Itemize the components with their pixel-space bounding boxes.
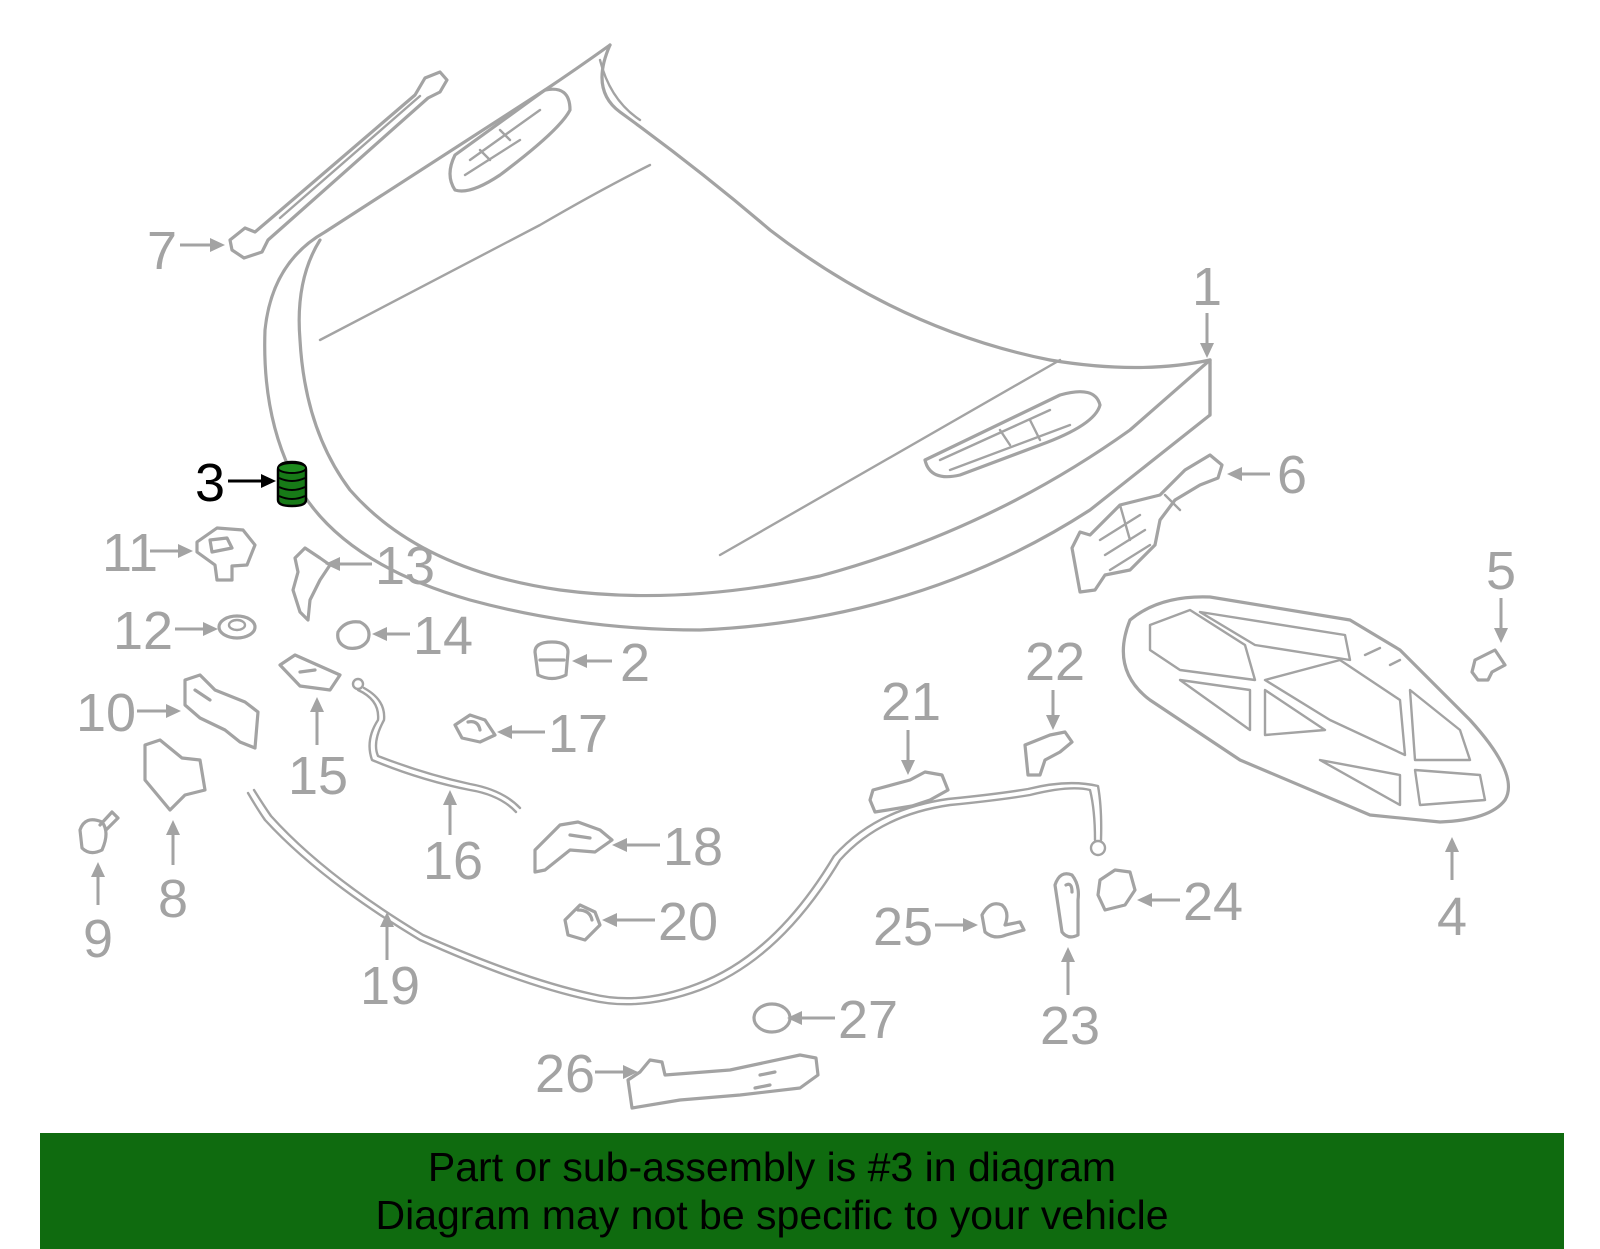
- grommet-14: [336, 620, 371, 650]
- plug-27: [752, 1002, 792, 1034]
- nut-17: [453, 713, 497, 744]
- callout-12: 12: [113, 601, 173, 661]
- banner-line-disclaimer: Diagram may not be specific to your vehi…: [375, 1192, 1169, 1238]
- callout-17: 17: [548, 704, 608, 764]
- bracket-10: [183, 673, 260, 750]
- hood-strut: [228, 70, 449, 260]
- callout-labels: 1 2 3 4 5 6 7 8 9 10 11 12 13 14 15 16 1…: [76, 221, 1516, 1104]
- callout-7: 7: [147, 221, 177, 281]
- callout-27: 27: [838, 990, 898, 1050]
- callout-20: 20: [658, 892, 718, 952]
- callout-25: 25: [873, 897, 933, 957]
- callout-18: 18: [663, 817, 723, 877]
- callout-3-highlighted: 3: [195, 453, 225, 513]
- release-cable-19: [246, 781, 1107, 1006]
- nut-20: [563, 903, 602, 942]
- callout-24: 24: [1183, 872, 1243, 932]
- clip-5: [1470, 648, 1507, 682]
- callout-21: 21: [881, 672, 941, 732]
- callout-15: 15: [288, 746, 348, 806]
- callout-26: 26: [535, 1044, 595, 1104]
- switch-22: [1023, 730, 1074, 777]
- callout-8: 8: [158, 869, 188, 929]
- grommet-12: [217, 614, 257, 640]
- callout-13: 13: [375, 536, 435, 596]
- push-pin-25: [980, 902, 1026, 939]
- leader-lines: [91, 238, 1508, 1079]
- bracket-8: [143, 738, 207, 812]
- striker-23: [1053, 872, 1080, 939]
- hood-hinge: [1070, 453, 1224, 594]
- callout-22: 22: [1025, 632, 1085, 692]
- trim-26: [626, 1053, 820, 1110]
- info-banner: Part or sub-assembly is #3 in diagram Di…: [40, 1133, 1564, 1249]
- hood-latch-11: [195, 526, 257, 582]
- sensor-21: [868, 770, 950, 814]
- callout-19: 19: [360, 956, 420, 1016]
- callout-10: 10: [76, 683, 136, 743]
- bolt-9: [78, 810, 120, 855]
- hood-insulator: [1121, 595, 1510, 824]
- bump-stop-2: [533, 640, 570, 681]
- callout-11: 11: [102, 523, 158, 583]
- callout-23: 23: [1040, 996, 1100, 1056]
- bracket-13: [291, 546, 332, 622]
- callout-4: 4: [1437, 887, 1467, 947]
- clip-24: [1096, 868, 1137, 912]
- parts-diagram: 1 2 3 4 5 6 7 8 9 10 11 12 13 14 15 16 1…: [76, 43, 1516, 1110]
- callout-9: 9: [83, 909, 113, 969]
- callout-2: 2: [620, 633, 650, 693]
- banner-line-part: Part or sub-assembly is #3 in diagram: [427, 1144, 1117, 1190]
- callout-6: 6: [1277, 445, 1307, 505]
- hood-panel: [263, 43, 1212, 632]
- bump-stop-highlighted: [276, 460, 308, 508]
- callout-14: 14: [413, 606, 473, 666]
- plate-15: [278, 653, 342, 692]
- callout-16: 16: [423, 831, 483, 891]
- callout-1: 1: [1192, 257, 1222, 317]
- release-handle-18: [533, 820, 614, 874]
- release-cable-16: [351, 677, 522, 814]
- callout-5: 5: [1486, 541, 1516, 601]
